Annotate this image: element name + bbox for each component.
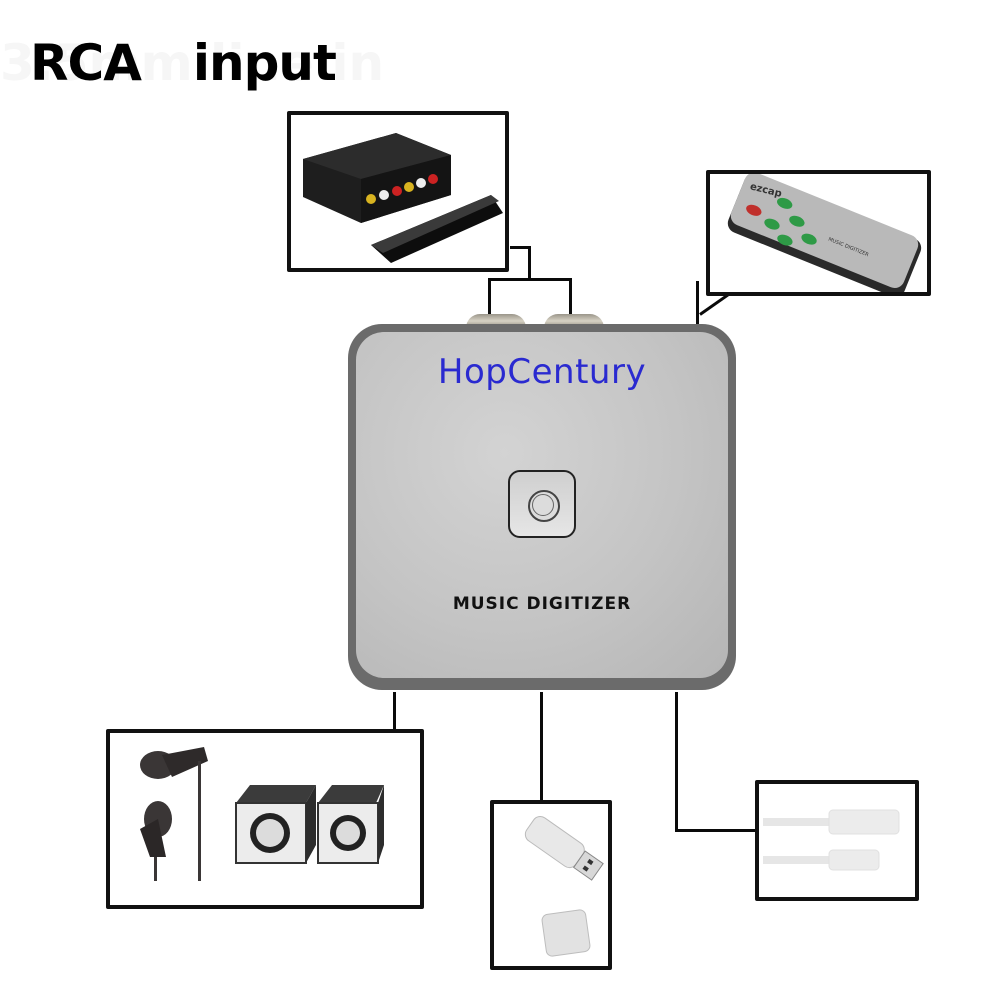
music-digitizer-device: HopCentury MUSIC DIGITIZER <box>348 324 736 690</box>
connector-line <box>393 692 396 730</box>
remote-button <box>777 234 793 246</box>
title-input: input <box>192 34 337 92</box>
remote-box: ezcap MUSIC DIGITIZER <box>706 170 931 296</box>
earphones-icon <box>140 747 208 881</box>
usb-cable-icon <box>763 809 900 871</box>
remote-record-button <box>746 204 762 216</box>
title-rca: RCA <box>30 34 142 92</box>
connector-line <box>675 829 757 832</box>
connector-line <box>675 692 678 832</box>
connector-line <box>696 281 699 325</box>
remote-button <box>777 197 793 209</box>
ghost-background-text: 3.5mm line in <box>0 34 385 92</box>
audio-output-icon <box>140 747 384 881</box>
record-button[interactable] <box>508 470 576 538</box>
remote-button <box>801 233 817 245</box>
connector-line <box>569 278 572 318</box>
usb-drive-box <box>490 800 612 970</box>
remote-button <box>789 215 805 227</box>
usb-drive-icon <box>524 816 604 957</box>
power-ring-icon <box>528 490 560 522</box>
connector-line <box>488 278 491 318</box>
audio-output-box <box>106 729 424 909</box>
page-title: RCA input <box>30 34 337 92</box>
av-source-icon <box>303 133 503 263</box>
connector-line <box>488 278 571 281</box>
device-brand: HopCentury <box>437 352 647 392</box>
speakers-icon <box>235 785 384 864</box>
remote-icon: ezcap MUSIC DIGITIZER <box>727 174 922 292</box>
usb-cable-box <box>755 780 919 901</box>
rca-source-box <box>287 111 509 272</box>
connector-line <box>510 246 530 249</box>
remote-button <box>764 218 780 230</box>
connector-line <box>540 692 543 801</box>
device-face: HopCentury MUSIC DIGITIZER <box>356 332 728 678</box>
device-model: MUSIC DIGITIZER <box>452 594 632 614</box>
connector-line <box>528 246 531 278</box>
